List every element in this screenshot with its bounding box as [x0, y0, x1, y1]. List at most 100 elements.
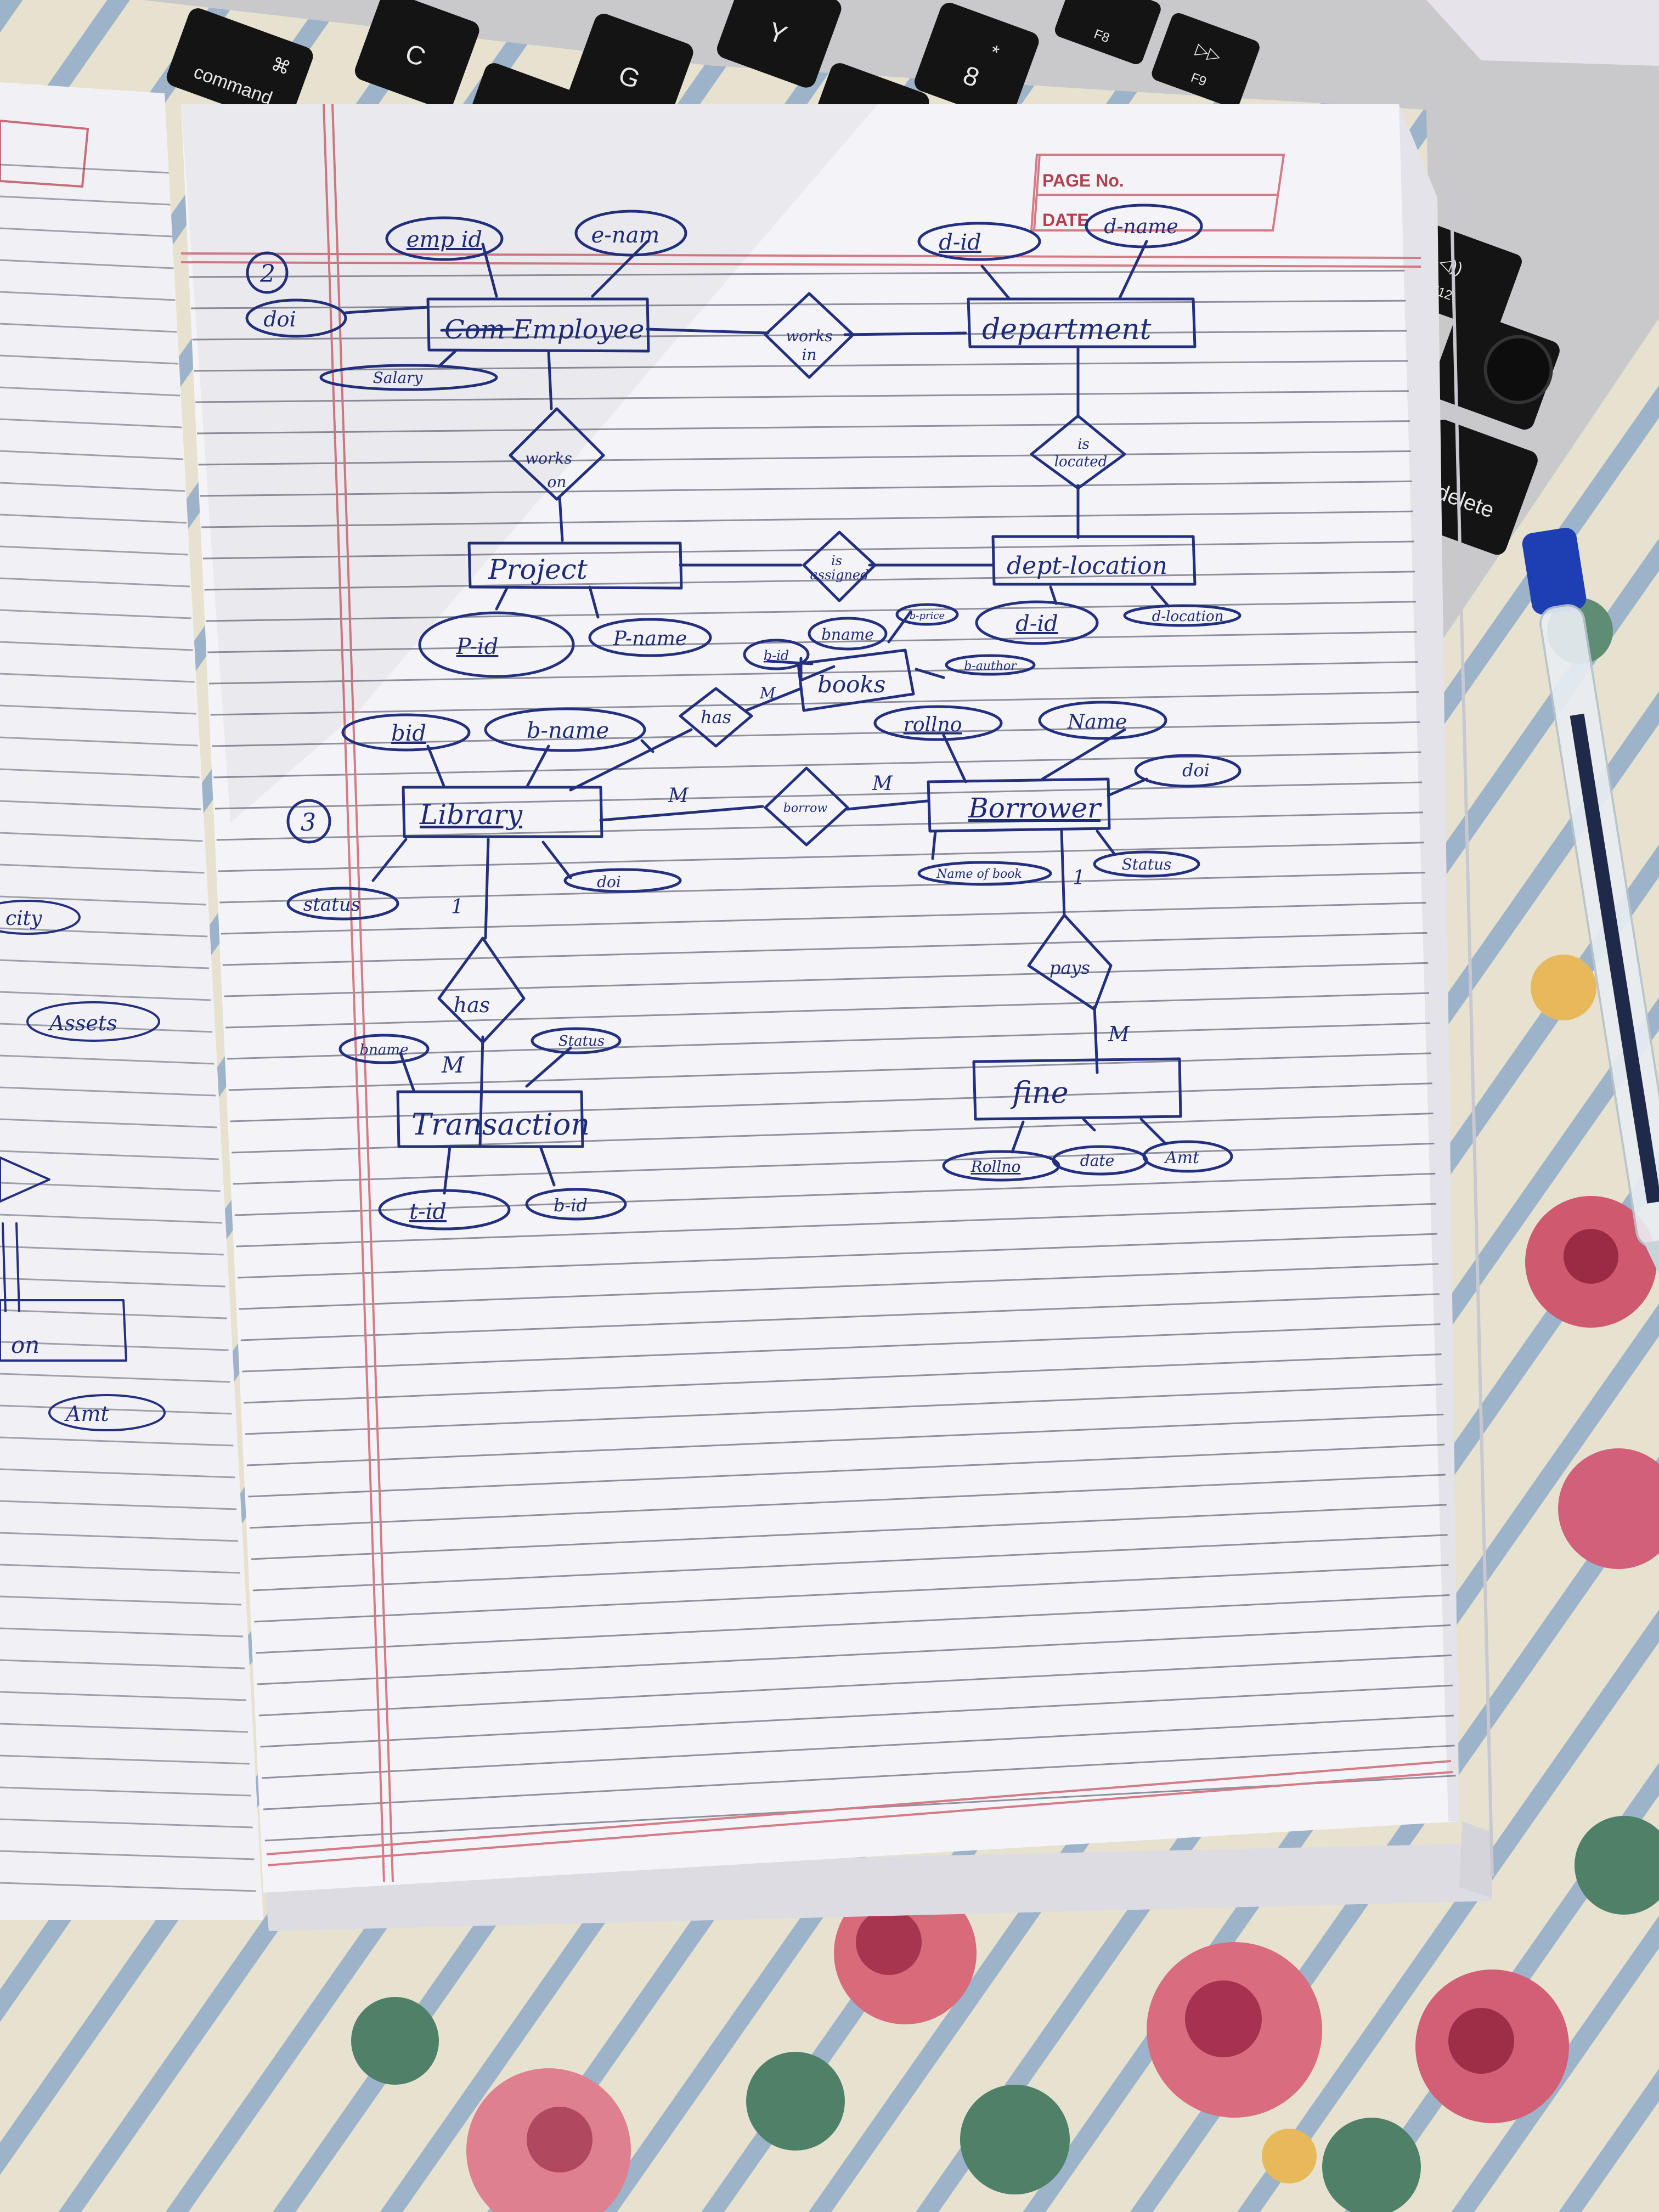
svg-text:borrow: borrow: [783, 802, 828, 815]
left-ruled-line: [0, 1564, 240, 1574]
rel-pays: [1027, 913, 1113, 1011]
left-ruled-line: [0, 673, 195, 683]
svg-text:on: on: [548, 473, 567, 491]
entity-employee: [426, 297, 650, 353]
diagram2-number: 2: [259, 260, 275, 288]
svg-text:d-location: d-location: [1152, 608, 1224, 625]
er-diagram-2: 2 Com Employee department Project dept-l…: [245, 204, 1242, 678]
svg-text:bname: bname: [360, 1042, 409, 1058]
left-ruled-line: [0, 609, 191, 619]
svg-text:has: has: [701, 707, 731, 727]
entity-dept-location: [991, 535, 1197, 586]
ruled-line: [224, 962, 1429, 997]
rel-borrow: [764, 766, 849, 847]
left-ruled-line: [0, 195, 171, 206]
left-ruled-line: [0, 895, 206, 906]
shadow: [181, 104, 878, 823]
diagram3-number: 3: [301, 809, 316, 837]
ruled-line: [208, 661, 1418, 685]
rel-is-assigned: [802, 531, 877, 602]
ruled-line: [234, 1172, 1436, 1216]
entity-transaction: [396, 1090, 584, 1148]
attribute-borrower-status: Status: [1093, 850, 1200, 878]
svg-text:b-author: b-author: [964, 659, 1017, 673]
left-ruled-line: [0, 163, 169, 174]
left-ruled-line: [0, 1882, 256, 1892]
left-ruled-line: [0, 1595, 242, 1606]
ruled-line: [192, 330, 1407, 341]
left-ruled-line: [0, 800, 201, 810]
left-ruled-line: [0, 641, 193, 651]
card-borrow-borrower: M: [872, 772, 893, 795]
left-ruled-line: [0, 768, 200, 778]
left-ruled-line: [0, 1341, 229, 1351]
ruled-line: [221, 901, 1426, 935]
ruled-line: [189, 269, 1405, 278]
left-ruled-line: [0, 1023, 213, 1033]
left-ruled-line: [0, 323, 177, 333]
attribute-books-b-price: b-price: [895, 603, 959, 626]
rel-is-located: [1030, 414, 1126, 490]
svg-text:doi: doi: [263, 307, 296, 331]
svg-text:doi: doi: [1182, 760, 1210, 781]
left-ruled-line: [0, 1277, 225, 1288]
transaction-label: Transaction: [411, 1107, 590, 1142]
svg-text:t-id: t-id: [409, 1199, 447, 1224]
ruled-line: [252, 1534, 1448, 1592]
svg-text:d-id: d-id: [1015, 611, 1058, 636]
attribute-transaction-t-id: t-id: [378, 1189, 511, 1231]
left-ruled-line: [0, 1850, 255, 1860]
attribute-books-b-author: b-author: [945, 654, 1036, 676]
date-label: DATE: [1042, 210, 1089, 230]
attribute-transaction-status: Status: [531, 1027, 622, 1054]
ruled-line: [246, 1413, 1444, 1466]
svg-text:has: has: [454, 993, 490, 1017]
entity-library: [402, 786, 603, 838]
svg-text:is: is: [1077, 436, 1090, 453]
left-ruled-line: [0, 482, 185, 492]
ruled-line: [204, 571, 1415, 591]
ruled-line: [250, 1474, 1446, 1529]
card-books-has: M: [759, 684, 776, 702]
ruled-line: [202, 540, 1414, 560]
left-ruled-line: [0, 450, 184, 460]
attribute-p-id: P-id: [418, 611, 575, 678]
ruled-line: [228, 1052, 1431, 1091]
ruled-line: [263, 1745, 1455, 1810]
attribute-books-bname: bname: [808, 617, 888, 651]
dept-location-label: dept-location: [1007, 552, 1167, 580]
left-ruled-line: [0, 704, 196, 715]
svg-text:e-nam: e-nam: [591, 223, 660, 248]
ruled-line: [218, 842, 1424, 872]
svg-text:b-price: b-price: [910, 610, 945, 622]
left-ruled-line: [0, 1054, 215, 1065]
ruled-line: [213, 751, 1421, 778]
attribute-library-bid: bid: [341, 713, 471, 752]
card-lib-borrow: M: [668, 785, 689, 807]
svg-text:is: is: [831, 553, 842, 568]
left-ruled-line: [0, 1436, 234, 1447]
ruled-line: [225, 992, 1430, 1029]
ruled-line: [254, 1564, 1449, 1623]
attribute-loc-d-id: d-id: [975, 600, 1099, 645]
svg-text:P-name: P-name: [613, 628, 687, 650]
svg-text:pays: pays: [1049, 957, 1090, 978]
left-ruled-line: [0, 577, 190, 588]
left-fragment-assets: Assets: [48, 1011, 117, 1035]
left-ruled-line: [0, 736, 198, 747]
ruled-line: [260, 1684, 1453, 1748]
card-has-transaction: M: [441, 1053, 465, 1078]
attribute-transaction-b-id: b-id: [525, 1188, 627, 1221]
left-ruled-line: [0, 832, 203, 842]
ruled-line: [200, 480, 1412, 497]
ruled-line: [222, 932, 1427, 966]
svg-text:bname: bname: [821, 625, 874, 644]
attribute-fine-amt: Amt: [1142, 1140, 1233, 1173]
svg-text:b-id: b-id: [764, 648, 789, 663]
left-ruled-line: [0, 991, 211, 1001]
left-ruled-line: [0, 1532, 239, 1542]
ruled-line: [215, 781, 1423, 810]
attribute-borrower-name-of-book: Name of book: [917, 861, 1052, 886]
attribute-p-name: P-name: [588, 618, 712, 657]
